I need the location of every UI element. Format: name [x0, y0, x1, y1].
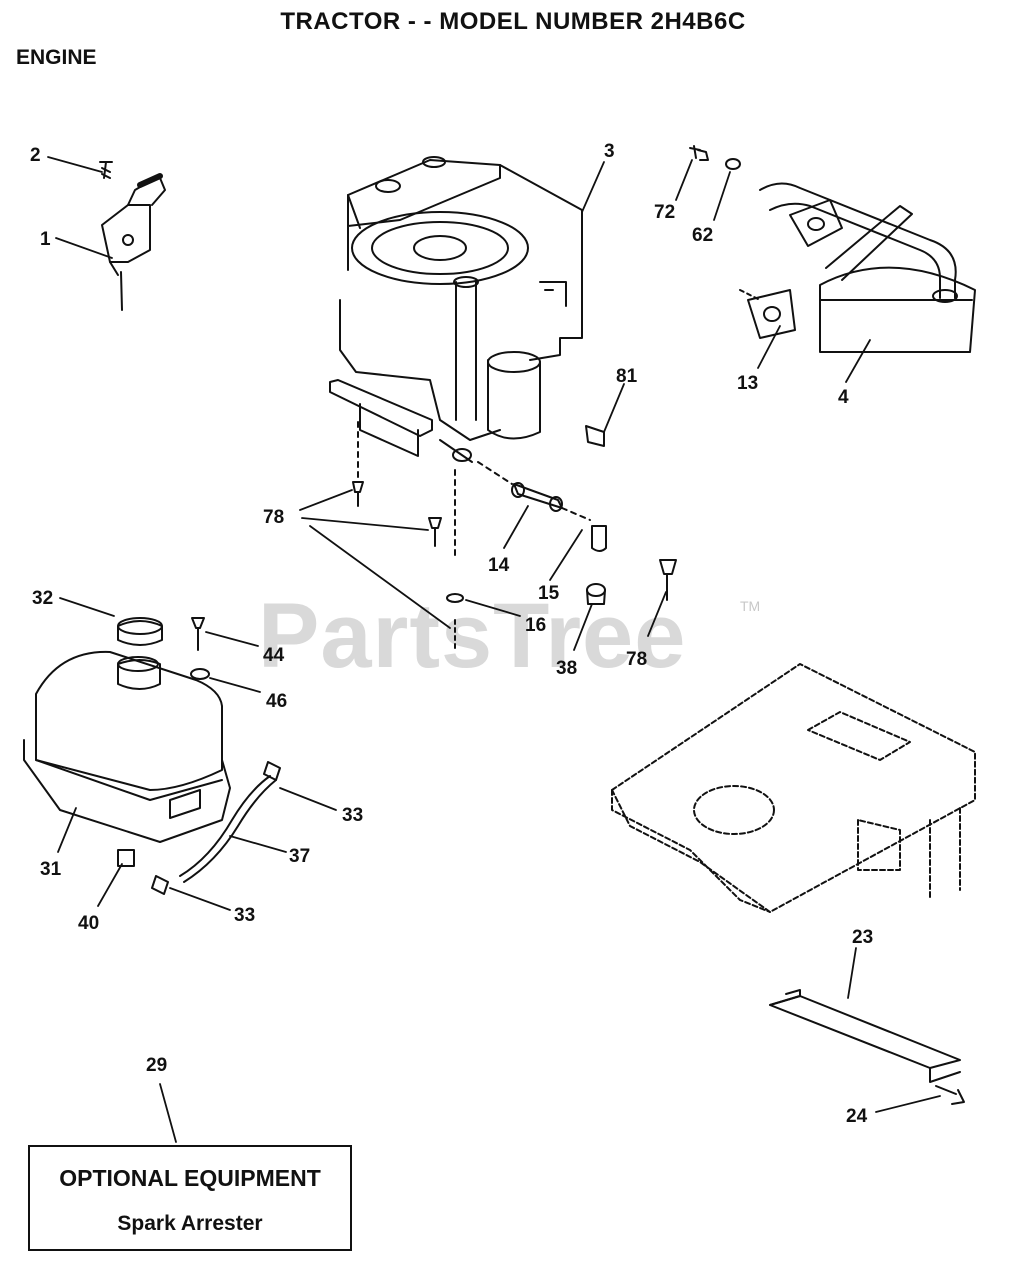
muffler-assembly: [689, 145, 976, 353]
callout-24: 24: [846, 1106, 868, 1127]
callout-3: 3: [604, 141, 615, 162]
callout-13: 13: [737, 373, 759, 394]
callout-78-bolt: 78: [626, 649, 648, 670]
engine-block: [329, 156, 583, 463]
callout-40: 40: [78, 913, 100, 934]
optional-equipment-box: OPTIONAL EQUIPMENT Spark Arrester: [28, 1145, 352, 1251]
callout-33-top: 33: [342, 805, 364, 826]
page-title: TRACTOR - - MODEL NUMBER 2H4B6C: [280, 8, 746, 35]
callout-23: 23: [852, 927, 874, 948]
callout-33-bottom: 33: [234, 905, 256, 926]
fuel-pump-parts: [352, 421, 677, 649]
callout-38: 38: [556, 658, 578, 679]
section-label: ENGINE: [16, 46, 97, 69]
callout-81: 81: [616, 366, 638, 387]
callout-14: 14: [488, 555, 510, 576]
callout-2: 2: [30, 145, 41, 166]
callout-72: 72: [654, 202, 676, 223]
callout-37: 37: [289, 846, 311, 867]
fuel-tank: [23, 617, 231, 843]
chassis-frame: [611, 663, 976, 913]
throttle-control: [99, 161, 166, 311]
callout-31: 31: [40, 859, 62, 880]
callout-1: 1: [40, 229, 51, 250]
shield-plate: [769, 989, 965, 1105]
callout-62: 62: [692, 225, 714, 246]
callout-32: 32: [32, 588, 54, 609]
leader-lines: [47, 156, 941, 1143]
callout-44: 44: [263, 645, 285, 666]
optional-equipment-heading: OPTIONAL EQUIPMENT: [59, 1165, 321, 1191]
optional-equipment-item: Spark Arrester: [117, 1212, 263, 1235]
callout-4: 4: [838, 387, 849, 408]
callout-78-engine: 78: [263, 507, 285, 528]
tank-hardware: [117, 617, 281, 895]
callout-29: 29: [146, 1055, 168, 1076]
watermark-trademark: TM: [740, 598, 761, 614]
callout-46: 46: [266, 691, 288, 712]
callout-15: 15: [538, 583, 560, 604]
callout-16: 16: [525, 615, 547, 636]
